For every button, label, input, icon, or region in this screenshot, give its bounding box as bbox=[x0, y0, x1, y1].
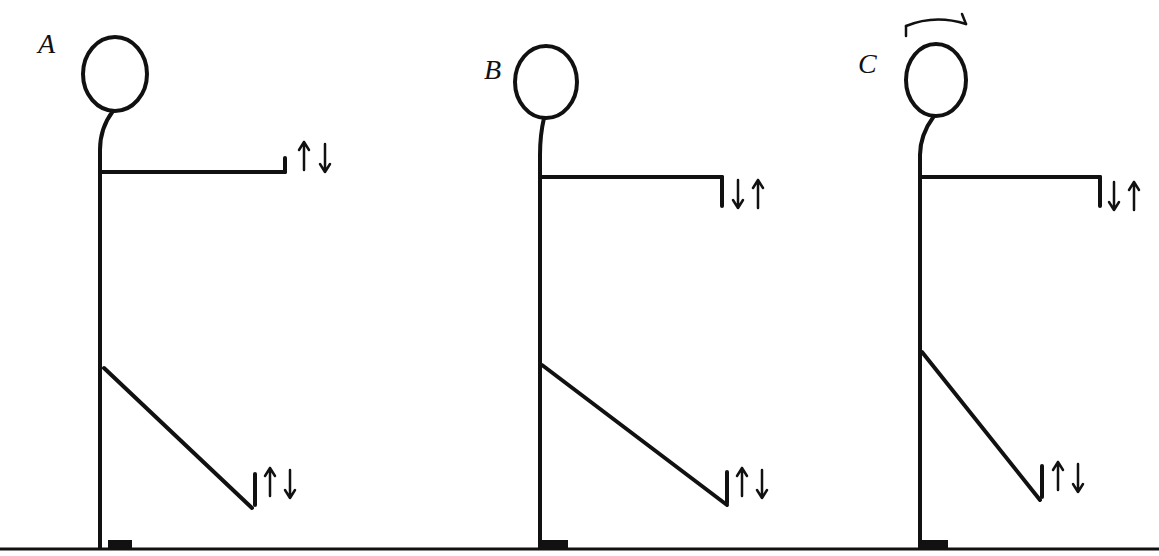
figure-letter: C bbox=[858, 50, 877, 78]
figure-letter: A bbox=[38, 30, 55, 58]
figure-letter: B bbox=[484, 56, 501, 84]
